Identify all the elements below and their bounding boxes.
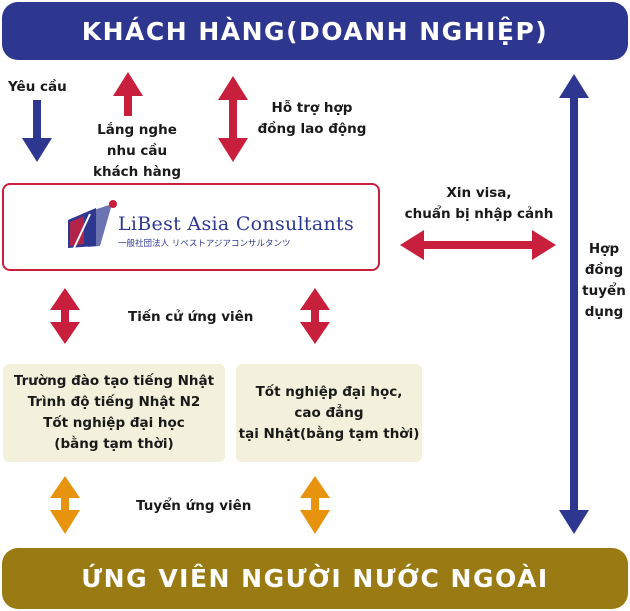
candidate-banner-text: ỨNG VIÊN NGƯỜI NƯỚC NGOÀI <box>81 564 549 593</box>
request-arrow <box>22 100 52 162</box>
employment-contract-label-line: dụng <box>584 304 624 320</box>
customer-banner-text: KHÁCH HÀNG(DOANH NGHIỆP) <box>81 16 549 46</box>
request-label: Yêu cầu <box>8 79 67 95</box>
company-box <box>2 183 380 271</box>
company-logo-icon <box>68 200 117 249</box>
candidate-banner: ỨNG VIÊN NGƯỜI NƯỚC NGOÀI <box>2 548 628 609</box>
employment-contract-label-line: đồng <box>584 262 624 278</box>
recruit-arrow-left <box>50 476 80 534</box>
employment-contract-label-line: Hợp <box>588 241 620 257</box>
company-name: LiBest Asia Consultants <box>118 213 355 235</box>
labor-contract-arrow <box>218 76 248 162</box>
japan-graduate-line: cao đẳng <box>294 404 364 421</box>
japan-graduate-box: Tốt nghiệp đại học, cao đẳng tại Nhật(bằ… <box>236 364 422 462</box>
visa-label-line: Xin visa, <box>446 185 512 201</box>
japanese-school-line: Trường đào tạo tiếng Nhật <box>13 373 215 389</box>
recruit-arrow-right <box>300 476 330 534</box>
listen-label-line: khách hàng <box>92 164 181 180</box>
recommend-arrow-right <box>300 288 330 344</box>
recommend-arrow-left <box>50 288 80 344</box>
recruit-label: Tuyển ứng viên <box>136 498 252 514</box>
company-name-jp: 一般社団法人 リベストアジアコンサルタンツ <box>118 239 291 249</box>
labor-contract-label-line: đồng lao động <box>257 121 367 137</box>
listen-label-line: Lắng nghe <box>97 122 177 138</box>
employment-contract-label: Hợp đồng tuyển dụng <box>578 239 630 323</box>
listen-arrow <box>113 72 143 116</box>
listen-label: Lắng nghe nhu cầu khách hàng <box>82 120 192 183</box>
employment-contract-label-line: tuyển <box>582 283 626 299</box>
recommend-label: Tiến cử ứng viên <box>128 309 254 325</box>
japanese-school-box: Trường đào tạo tiếng Nhật Trình độ tiếng… <box>3 364 225 462</box>
labor-contract-label-line: Hỗ trợ hợp <box>271 100 353 116</box>
japanese-school-line: Tốt nghiệp đại học <box>43 415 185 431</box>
japan-graduate-line: Tốt nghiệp đại học, <box>255 383 403 400</box>
employment-contract-arrow <box>559 74 589 534</box>
visa-arrow <box>400 230 556 260</box>
customer-banner: KHÁCH HÀNG(DOANH NGHIỆP) <box>2 2 628 60</box>
labor-contract-label: Hỗ trợ hợp đồng lao động <box>248 98 376 140</box>
visa-label-line: chuẩn bị nhập cảnh <box>404 206 554 222</box>
japanese-school-line: Trình độ tiếng Nhật N2 <box>27 394 201 410</box>
japan-graduate-line: tại Nhật(bằng tạm thời) <box>238 425 420 442</box>
visa-label: Xin visa, chuẩn bị nhập cảnh <box>398 183 560 225</box>
japanese-school-line: (bằng tạm thời) <box>54 436 174 452</box>
listen-label-line: nhu cầu <box>106 143 168 159</box>
